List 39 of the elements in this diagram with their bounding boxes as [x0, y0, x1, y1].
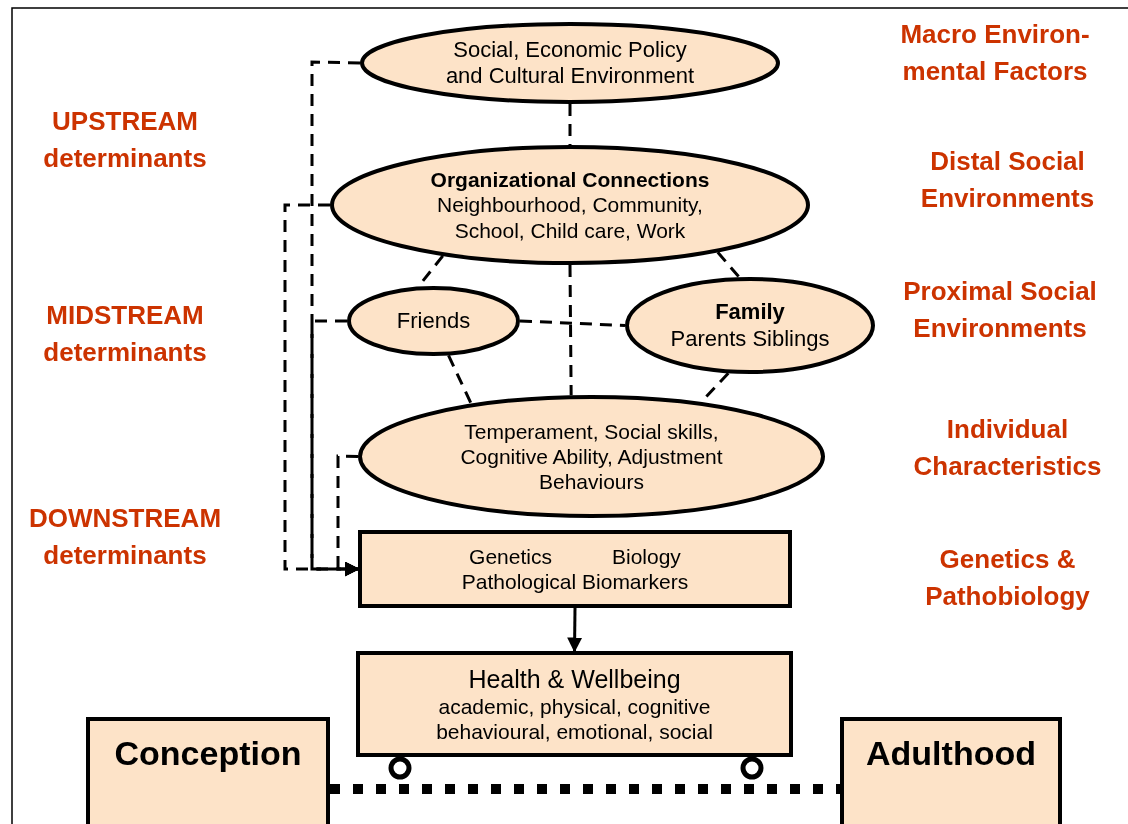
ellipse-node: [360, 22, 780, 104]
arrow: [336, 454, 360, 577]
dashed-connector: [519, 319, 626, 327]
node-text: Conception: [114, 733, 302, 774]
level-label: DOWNSTREAM determinants: [27, 502, 223, 572]
dashed-connector: [716, 251, 741, 279]
dashed-connector: [568, 104, 572, 145]
node-heading: Organizational Connections: [430, 167, 710, 193]
node-heading: Family: [715, 299, 785, 326]
level-label: Genetics & Pathobiology: [924, 543, 1091, 613]
node-text: Social, Economic Policy and Cultural Environment: [444, 36, 696, 90]
ellipse-node: [358, 395, 825, 518]
node-text: academic, physical, cognitive behavioural, emotional, social: [435, 693, 714, 745]
ellipse-node: [625, 277, 875, 374]
node-text: Pathological Biomarkers: [461, 569, 689, 595]
ellipse-node: [347, 286, 520, 356]
level-label: Proximal Social Environments: [902, 275, 1098, 345]
rect-node: [356, 651, 793, 757]
dotted-timeline: [330, 784, 840, 794]
level-label: MIDSTREAM determinants: [42, 299, 208, 369]
node-text: Parents Siblings: [670, 325, 830, 352]
node-text: Temperament, Social skills, Cognitive Ability, Adjustment Behaviours: [459, 418, 724, 495]
node-text: Adulthood: [866, 733, 1036, 774]
dashed-connector: [447, 354, 473, 405]
level-label: UPSTREAM determinants: [42, 105, 208, 175]
node-text: Health & Wellbeing: [468, 663, 681, 694]
node-text: Neighbourhood, Community, School, Child care, Work: [436, 192, 704, 243]
dashed-connector: [568, 265, 573, 396]
ellipse-node: [330, 145, 810, 265]
rect-node: [840, 717, 1062, 824]
arrow: [567, 608, 583, 653]
rect-node: [86, 717, 330, 824]
level-label: Macro Environ- mental Factors: [899, 18, 1091, 88]
rect-node: [358, 530, 792, 608]
node-text: Biology: [612, 543, 681, 569]
level-label: Individual Characteristics: [912, 413, 1103, 483]
node-text: Genetics: [469, 543, 552, 569]
level-label: Distal Social Environments: [919, 145, 1096, 215]
node-text: Friends: [396, 307, 471, 335]
